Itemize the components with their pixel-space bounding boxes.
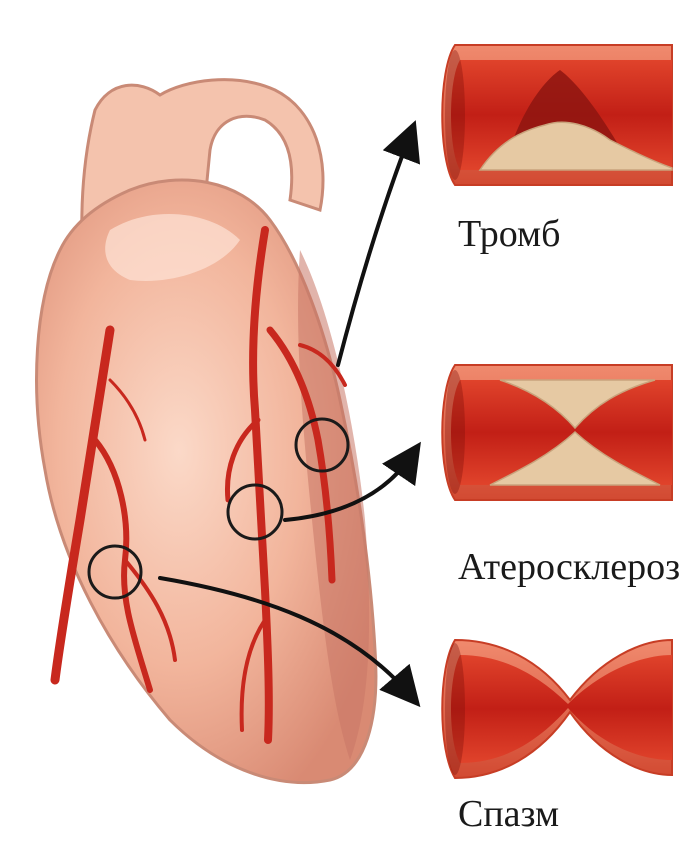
vessel-thrombus-opening <box>445 50 465 180</box>
label-thrombus: Тромб <box>458 215 560 253</box>
label-spasm: Спазм <box>458 795 559 833</box>
vessel-spasm-lumen <box>451 655 672 763</box>
vessel-thrombus <box>442 45 672 185</box>
arrow-to-thrombus <box>338 135 410 365</box>
vessel-athero-opening <box>445 370 465 494</box>
vessel-spasm-opening <box>445 643 465 775</box>
heart <box>37 80 376 783</box>
vessel-spasm <box>442 640 672 778</box>
vessel-atherosclerosis <box>442 365 672 500</box>
label-atherosclerosis: Атеросклероз <box>458 548 680 586</box>
